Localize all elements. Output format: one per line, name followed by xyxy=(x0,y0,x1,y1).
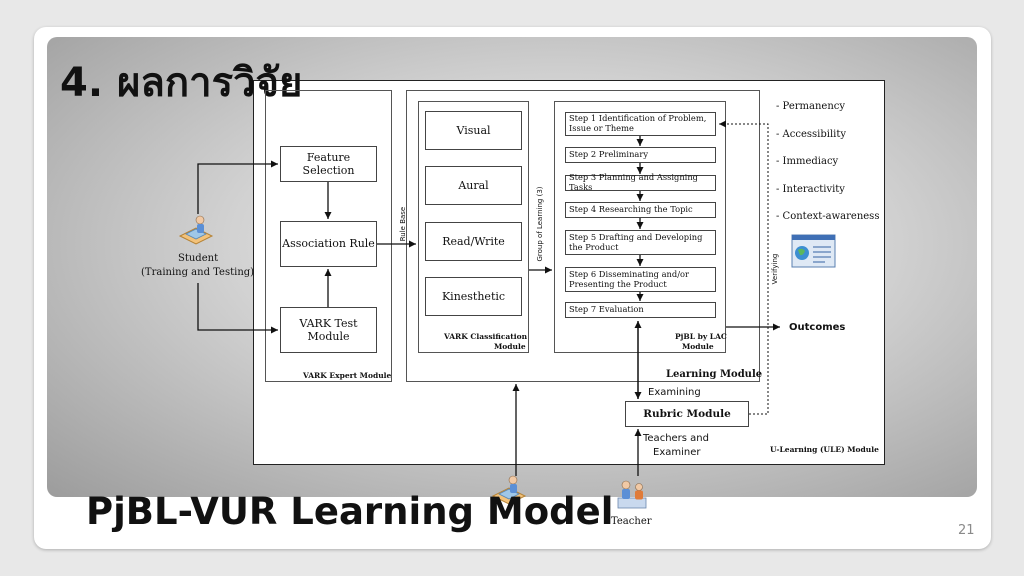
property-immediacy: - Immediacy xyxy=(776,156,839,167)
vark-expert-module-label: VARK Expert Module xyxy=(303,371,392,380)
pjbl-step-3: Step 3 Planning and Assigning Tasks xyxy=(565,172,716,192)
vark-expert-module-frame xyxy=(265,90,392,382)
pjbl-step-1: Step 1 Identification of Problem, Issue … xyxy=(565,112,716,136)
ule-module-label: U-Learning (ULE) Module xyxy=(770,445,879,454)
association-rule-box: Association Rule xyxy=(280,221,377,267)
pjbl-step-7: Step 7 Evaluation xyxy=(565,302,716,318)
feature-selection-box: Feature Selection xyxy=(280,146,377,182)
vark-item-visual: Visual xyxy=(425,111,522,150)
vark-classification-label-2: Module xyxy=(494,342,526,351)
page-number: 21 xyxy=(958,523,975,538)
rubric-module-box: Rubric Module xyxy=(625,401,749,427)
pjbl-lac-label-1: PjBL by LAC xyxy=(675,332,727,341)
pjbl-step-6: Step 6 Disseminating and/or Presenting t… xyxy=(565,267,716,292)
screen-icon xyxy=(791,234,836,268)
student-label: Student xyxy=(178,253,219,264)
footer-title: PjBL-VUR Learning Model xyxy=(86,490,614,533)
property-permanency: - Permanency xyxy=(776,101,846,112)
teacher-icon xyxy=(614,478,650,512)
vark-classification-frame xyxy=(418,101,529,353)
teachers-examiner-label-2: Examiner xyxy=(653,447,701,458)
property-context-awareness: - Context-awareness xyxy=(776,211,880,222)
learning-module-label: Learning Module xyxy=(666,369,763,380)
vark-item-read-write: Read/Write xyxy=(425,222,522,261)
pjbl-step-4: Step 4 Researching the Topic xyxy=(565,202,716,218)
property-accessibility: - Accessibility xyxy=(776,129,847,140)
student-icon-bottom xyxy=(491,474,527,508)
verifying-label: Verifying xyxy=(771,253,779,285)
vark-item-aural: Aural xyxy=(425,166,522,205)
teacher-label: Teacher xyxy=(611,516,652,527)
vark-test-module-box: VARK Test Module xyxy=(280,307,377,353)
group-of-learning-label: Group of Learning (3) xyxy=(536,186,544,262)
pjbl-step-5: Step 5 Drafting and Developing the Produ… xyxy=(565,230,716,255)
slide-heading: 4. ผลการวิจัย xyxy=(60,60,303,106)
student-icon xyxy=(178,214,214,248)
property-interactivity: - Interactivity xyxy=(776,184,845,195)
vark-classification-label-1: VARK Classification xyxy=(444,332,528,341)
vark-item-kinesthetic: Kinesthetic xyxy=(425,277,522,316)
pjbl-step-2: Step 2 Preliminary xyxy=(565,147,716,163)
teachers-examiner-label-1: Teachers and xyxy=(643,433,709,444)
examining-label: Examining xyxy=(648,387,701,398)
outcomes-label: Outcomes xyxy=(789,322,846,333)
pjbl-lac-label-2: Module xyxy=(682,342,714,351)
student-sub-label: (Training and Testing) xyxy=(141,267,255,278)
